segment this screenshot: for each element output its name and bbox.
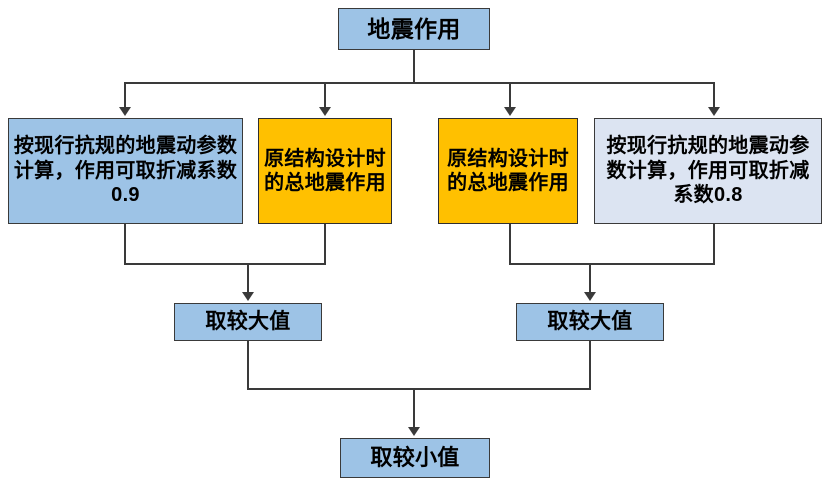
arrowhead-to-right-max <box>584 292 596 301</box>
connector-left-max-down <box>247 341 249 390</box>
node-original-design-left[interactable]: 原结构设计时的总地震作用 <box>258 118 392 224</box>
connector-left-merge-bar <box>124 263 326 265</box>
connector-right-merge-bar <box>509 263 715 265</box>
node-current-code-0-8-label: 按现行抗规的地震动参数计算，作用可取折减系数0.8 <box>606 135 810 207</box>
connector-node3-down <box>509 224 511 265</box>
connector-node4-down <box>713 224 715 265</box>
node-take-smaller-label: 取较小值 <box>370 444 460 470</box>
arrowhead-to-final <box>408 427 420 436</box>
connector-level2-bus <box>125 82 715 84</box>
connector-final-merge-stem <box>413 388 415 429</box>
node-original-design-left-label: 原结构设计时的总地震作用 <box>264 147 386 194</box>
connector-bus-to-node1 <box>124 82 126 109</box>
node-take-larger-right[interactable]: 取较大值 <box>516 303 664 341</box>
connector-node2-down <box>324 224 326 265</box>
connector-node1-down <box>124 224 126 265</box>
connector-bus-to-node2 <box>324 82 326 109</box>
node-take-smaller[interactable]: 取较小值 <box>340 438 490 478</box>
connector-final-merge-bar <box>247 388 591 390</box>
arrowhead-to-left-max <box>242 292 254 301</box>
connector-left-merge-stem <box>247 263 249 294</box>
node-seismic-action-label: 地震作用 <box>367 15 461 42</box>
connector-right-merge-stem <box>589 263 591 294</box>
node-seismic-action[interactable]: 地震作用 <box>338 8 490 50</box>
node-original-design-right[interactable]: 原结构设计时的总地震作用 <box>438 118 578 224</box>
arrowhead-to-node2 <box>319 107 331 116</box>
arrowhead-to-node4 <box>708 107 720 116</box>
arrowhead-to-node3 <box>504 107 516 116</box>
connector-bus-to-node3 <box>509 82 511 109</box>
connector-root-stem <box>413 50 415 83</box>
node-original-design-right-label: 原结构设计时的总地震作用 <box>447 147 569 194</box>
connector-right-max-down <box>589 341 591 390</box>
node-take-larger-left[interactable]: 取较大值 <box>174 303 322 341</box>
node-take-larger-left-label: 取较大值 <box>205 310 291 334</box>
node-take-larger-right-label: 取较大值 <box>547 310 633 334</box>
node-current-code-0-8[interactable]: 按现行抗规的地震动参数计算，作用可取折减系数0.8 <box>594 118 822 224</box>
connector-bus-to-node4 <box>713 82 715 109</box>
node-current-code-0-9[interactable]: 按现行抗规的地震动参数计算，作用可取折减系数0.9 <box>8 118 243 224</box>
arrowhead-to-node1 <box>119 107 131 116</box>
node-current-code-0-9-label: 按现行抗规的地震动参数计算，作用可取折减系数0.9 <box>13 135 238 207</box>
